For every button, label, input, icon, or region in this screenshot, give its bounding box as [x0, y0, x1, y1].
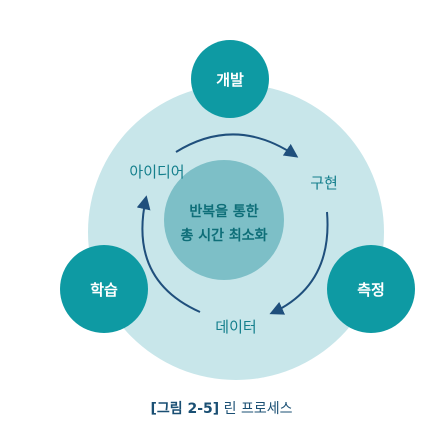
arrow-data-to-idea	[136, 195, 201, 313]
stage-label-code: 구현	[310, 174, 338, 192]
arrow-code-to-data	[269, 211, 329, 315]
stage-label-data: 데이터	[215, 318, 256, 336]
figure-number: [그림 2-5]	[150, 401, 220, 417]
node-learn-label: 학습	[90, 281, 118, 299]
center-label-line2: 총 시간 최소화	[180, 227, 267, 244]
stage-label-idea: 아이디어	[129, 163, 184, 181]
node-measure-label: 측정	[357, 281, 385, 299]
center-label-line1: 반복을 통한	[189, 203, 258, 220]
figure-caption: [그림 2-5] 린 프로세스	[0, 398, 443, 418]
arrow-idea-to-code	[175, 133, 299, 158]
center-circle	[164, 160, 284, 280]
figure-title: 린 프로세스	[223, 401, 293, 417]
node-develop	[191, 40, 269, 118]
node-develop-label: 개발	[216, 71, 244, 89]
node-measure	[327, 245, 415, 333]
node-learn	[60, 245, 148, 333]
